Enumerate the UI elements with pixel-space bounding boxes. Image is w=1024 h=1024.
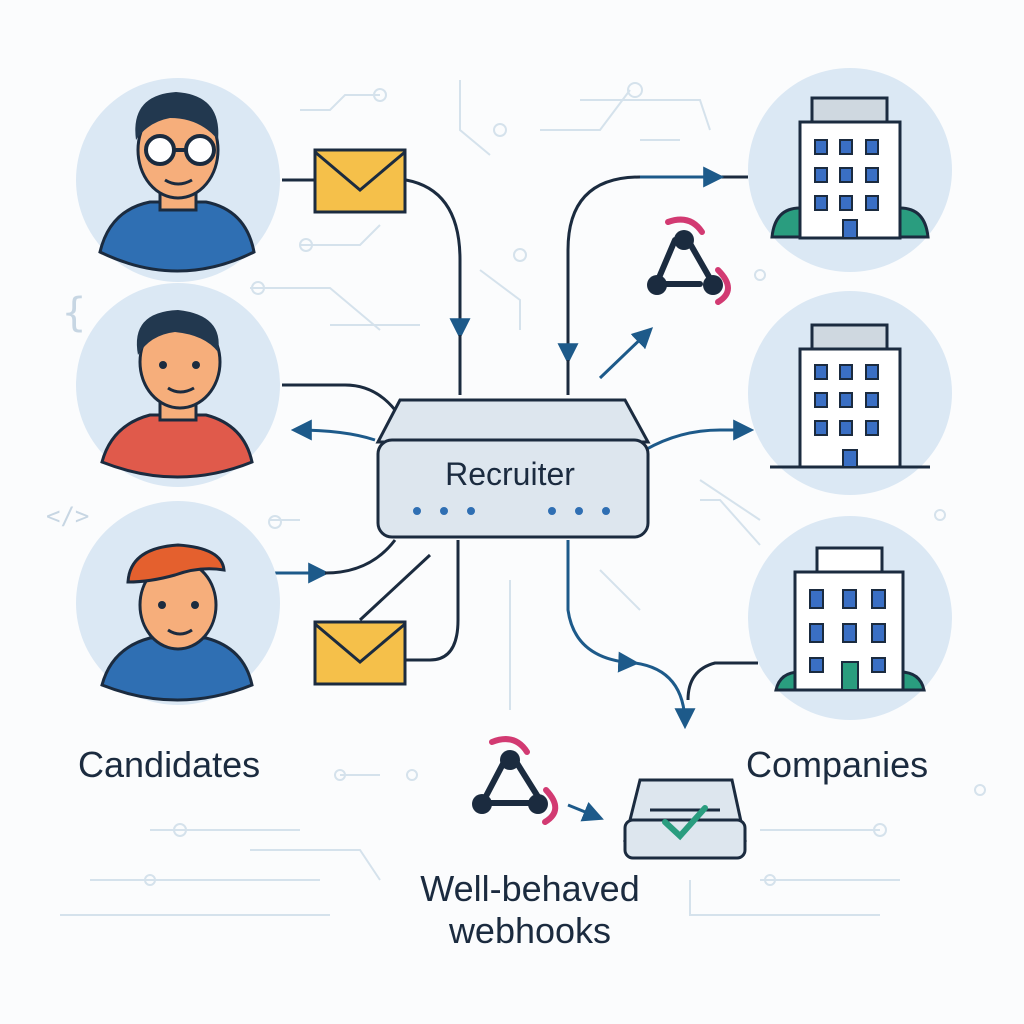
- webhook-icon: [647, 216, 731, 305]
- connection-company-3: [686, 661, 758, 701]
- webhooks-label: Well-behaved webhooks: [420, 868, 640, 951]
- connection-hub-to-candidate-2: [290, 419, 376, 442]
- code-tag-decoration: </>: [46, 502, 90, 530]
- hub-status-lights: [413, 507, 610, 515]
- candidate-avatar-red-shirt: [76, 283, 280, 487]
- company-building-2: [748, 291, 952, 495]
- envelope-icon: [313, 148, 407, 214]
- companies-label: Companies: [746, 744, 929, 785]
- envelope-icon: [313, 620, 407, 686]
- inbox-check-icon: [623, 778, 747, 860]
- connection-candidate-3-to-hub: [324, 539, 397, 575]
- beret-icon: [126, 543, 226, 584]
- connection-hub-down: [566, 540, 640, 673]
- building-windows: [814, 139, 879, 211]
- company-building-1: [748, 68, 952, 272]
- hub-label: Recruiter: [445, 456, 575, 492]
- company-building-3: [748, 516, 952, 720]
- candidate-avatar-glasses: [76, 78, 280, 282]
- brace-decoration: {: [62, 290, 87, 336]
- connection-envelope-to-hub: [405, 178, 471, 340]
- circuit-background: [60, 80, 986, 916]
- connection-webhook-arrow: [598, 327, 654, 380]
- glasses-icon: [144, 134, 216, 166]
- connection-to-inbox: [634, 661, 696, 730]
- candidate-avatar-beret: [76, 501, 280, 705]
- connections: [270, 166, 758, 822]
- connection-company-1: [557, 175, 748, 365]
- recruiter-hub: [375, 398, 651, 539]
- connection-webhook-to-inbox: [567, 801, 604, 822]
- connection-envelope-2-to-hub: [358, 553, 432, 622]
- connection-envelope-2-line: [405, 540, 460, 662]
- webhook-icon: [472, 736, 559, 825]
- connection-hub-to-company-2: [644, 419, 755, 452]
- connection-candidate-2: [282, 383, 397, 411]
- candidates-label: Candidates: [78, 744, 261, 785]
